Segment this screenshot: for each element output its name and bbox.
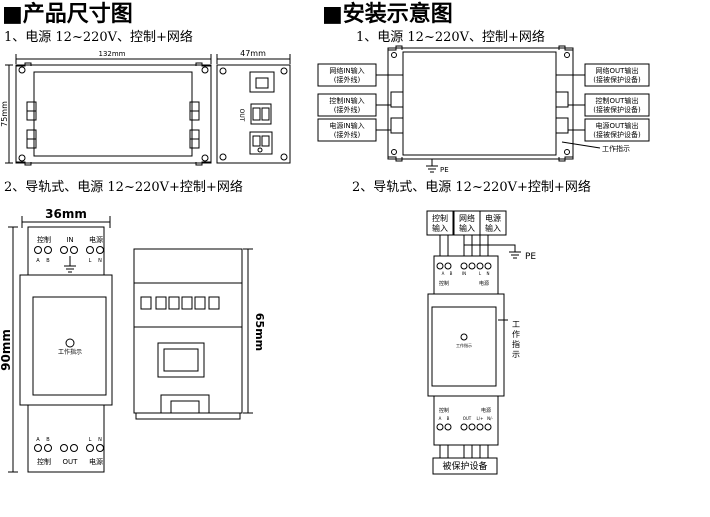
rail-bottom-a: A	[36, 437, 40, 443]
rail-bottom-n: N	[98, 437, 102, 443]
install-subtitle-2: 2、导轨式、电源 12~220V+控制+网络	[352, 180, 591, 195]
r-top-l: L	[479, 271, 482, 276]
work-indicator-label: 工作指示	[602, 144, 630, 153]
box-front-view	[5, 54, 212, 166]
rail-bottom-b: B	[46, 437, 50, 443]
rail-module-side	[133, 248, 253, 420]
rail-bottom-power: 电源	[89, 457, 103, 466]
r-work-indicator: 工作指示	[456, 342, 472, 348]
r-bottom-nm: N/-	[487, 416, 493, 421]
net-in-label-1: 网络IN输入	[329, 66, 364, 75]
install-box	[317, 45, 650, 173]
rail-bottom-l: L	[89, 437, 92, 443]
top-pwr-label-2: 输入	[485, 223, 501, 233]
r-top-n: N	[487, 271, 490, 276]
rail-top-l: L	[89, 258, 92, 264]
protected-device-label: 被保护设备	[442, 460, 487, 472]
dim-132-label: 132mm	[99, 50, 126, 58]
dimension-title: ■产品尺寸图	[2, 1, 133, 27]
pwr-out-label-1: 电源OUT输出	[596, 121, 639, 130]
rail-top-n: N	[98, 258, 102, 264]
top-ctrl-label-1: 控制	[432, 213, 448, 223]
r-bottom-a: A	[439, 416, 442, 421]
net-in-label-2: (接外线)	[334, 75, 361, 84]
top-net-label-1: 网络	[459, 213, 475, 223]
dimension-subtitle-2: 2、导轨式、电源 12~220V+控制+网络	[4, 180, 243, 195]
dim-90-label: 90mm	[0, 329, 13, 371]
rail-top-b: B	[46, 258, 50, 264]
install-subtitle-1: 1、电源 12~220V、控制+网络	[356, 30, 545, 45]
pe2-label: PE	[525, 252, 536, 262]
box-side-view	[216, 54, 291, 164]
pwr-out-label-2: (接被保护设备)	[593, 130, 641, 139]
pe-label: PE	[440, 166, 449, 174]
r-top-ctrl: 控制	[439, 280, 449, 287]
top-ctrl-label-2: 输入	[432, 223, 448, 233]
pwr-in-label-1: 电源IN输入	[329, 121, 364, 130]
r-top-a: A	[442, 271, 445, 276]
rail-top-ctrl: 控制	[37, 235, 51, 244]
rail-bottom-ctrl: 控制	[37, 457, 51, 466]
r-work-v1: 工	[512, 320, 520, 329]
net-out-label-2: (接被保护设备)	[593, 75, 641, 84]
top-net-label-2: 输入	[459, 223, 475, 233]
pwr-in-label-2: (接外线)	[334, 130, 361, 139]
dim-47-label: 47mm	[240, 49, 266, 58]
r-bottom-lp: L/+	[477, 416, 484, 421]
ctrl-in-label-2: (接外线)	[334, 105, 361, 114]
rail-top-a: A	[36, 258, 40, 264]
rail-install	[426, 210, 521, 475]
rail-module-front	[8, 216, 113, 473]
r-bottom-ctrl: 控制	[439, 407, 449, 414]
rail-bottom-out: OUT	[63, 458, 79, 466]
r-bottom-b: B	[447, 416, 450, 421]
r-bottom-power: 电源	[481, 407, 491, 414]
r-top-b: B	[450, 271, 453, 276]
r-work-v2: 作	[512, 329, 520, 339]
r-bottom-out: OUT	[463, 416, 472, 421]
r-work-v4: 示	[512, 350, 520, 359]
r-top-in: IN	[462, 271, 466, 276]
net-out-label-1: 网络OUT输出	[596, 66, 639, 75]
rail-top-in: IN	[66, 236, 73, 244]
dim-65-label: 65mm	[253, 313, 266, 351]
r-work-v3: 指	[512, 339, 520, 349]
r-top-power: 电源	[479, 280, 489, 287]
rail-work-indicator: 工作指示	[58, 348, 82, 356]
dim-36-label: 36mm	[45, 207, 87, 221]
rail-top-power: 电源	[89, 235, 103, 244]
ctrl-out-label-1: 控制OUT输出	[596, 96, 639, 105]
ctrl-in-label-1: 控制IN输入	[329, 96, 364, 105]
dim-75-label: 75mm	[0, 101, 9, 127]
install-title: ■安装示意图	[322, 1, 453, 27]
dimension-subtitle-1: 1、电源 12~220V、控制+网络	[4, 30, 193, 45]
top-pwr-label-1: 电源	[485, 213, 501, 223]
ctrl-out-label-2: (接被保护设备)	[593, 105, 641, 114]
side-out-label: OUT	[238, 109, 245, 122]
